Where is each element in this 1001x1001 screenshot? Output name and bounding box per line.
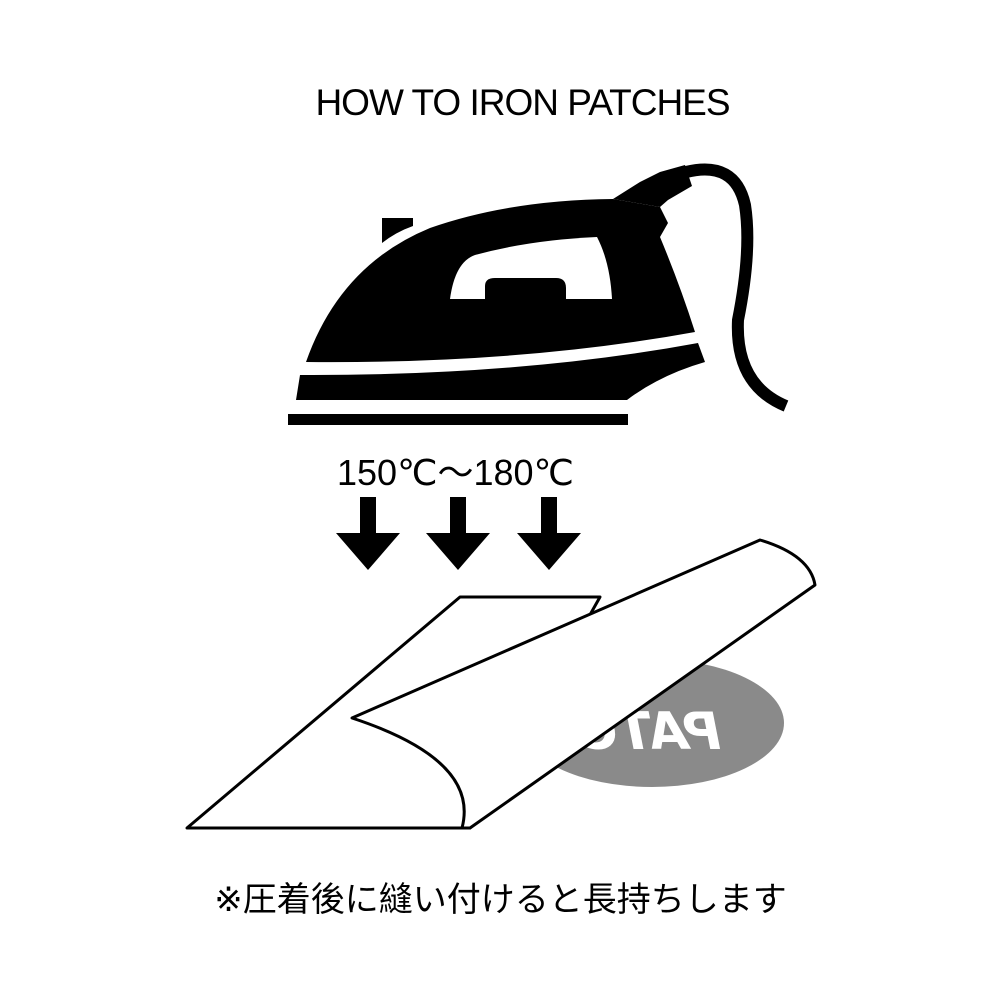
arrow-down-icon	[517, 497, 581, 570]
temperature-label: 150℃～180℃	[337, 452, 574, 493]
page-title: HOW TO IRON PATCHES	[315, 82, 730, 123]
patch-diagram: PATC	[185, 538, 817, 830]
arrow-down-icon	[426, 497, 490, 570]
note-text: ※圧着後に縫い付けると長持ちします	[214, 880, 787, 920]
arrow-down-icon	[336, 497, 400, 570]
arrows	[336, 497, 581, 570]
iron-icon	[288, 163, 789, 425]
